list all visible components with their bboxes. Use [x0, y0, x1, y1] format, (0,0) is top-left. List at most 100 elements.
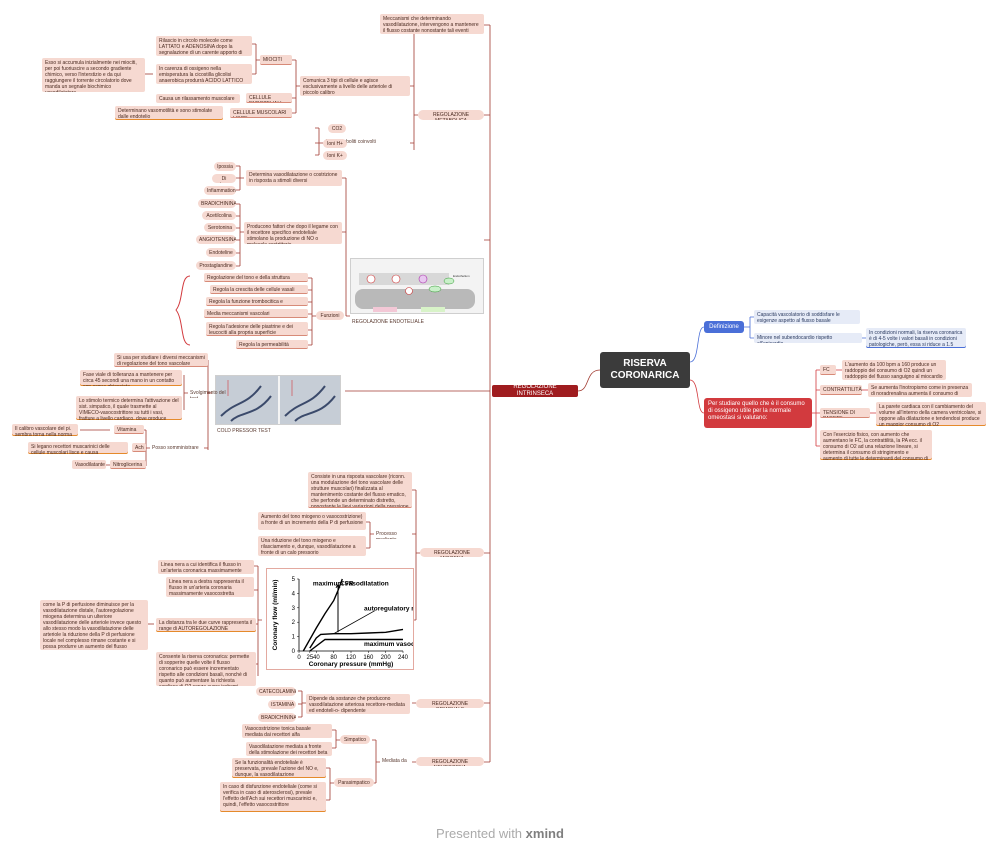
fc-node[interactable]: FC	[820, 365, 836, 375]
meccanismi-text[interactable]: Meccanismi che determinando vasodilatazi…	[380, 14, 484, 34]
cold-pressor-image	[215, 375, 341, 425]
nitroglicerina-node[interactable]: Nitroglicerina	[110, 460, 146, 469]
definizione-note[interactable]: In condizioni normali, la riserva corona…	[866, 328, 966, 348]
miociti-carenza[interactable]: In carenza di ossigeno nella emisperatur…	[156, 64, 252, 84]
producono-text[interactable]: Producono fattori che dopo il legame con…	[244, 222, 342, 244]
regolazione-miogena-node[interactable]: REGOLAZIONE MIOGENA	[420, 548, 484, 557]
bradichinina-ormonale-node[interactable]: BRADICHININA	[258, 713, 296, 722]
svolgimento-node[interactable]: Svolgimento del test	[190, 390, 226, 398]
parasimpatico-no[interactable]: Se la funzionalità endoteliale è preserv…	[232, 758, 326, 778]
definizione-subendocardio[interactable]: Minore nel subendocardio rispetto all'ep…	[754, 333, 862, 343]
x-axis-label: Coronary pressure (mmHg)	[309, 661, 394, 668]
studiare-node[interactable]: Per studiare quello che è il consumo di …	[704, 398, 812, 428]
contrattilita-text[interactable]: Se aumenta l'inotropismo come in presenz…	[868, 383, 972, 397]
ach-node[interactable]: Ach	[132, 443, 146, 452]
simpatico-vasocostrizione[interactable]: Vasocostrizione tonica basale mediata da…	[242, 724, 332, 738]
cellule-endoteliali-node[interactable]: CELLULE ENDOTELIALI	[246, 93, 292, 103]
svolgimento-stimolo[interactable]: Lo stimolo termico determina l'attivazio…	[76, 396, 182, 420]
funzioni-node[interactable]: Funzioni	[316, 311, 344, 320]
ormonale-dipende[interactable]: Dipende da sostanze che producono vasodi…	[306, 694, 410, 714]
stress-node[interactable]: Di stress	[212, 174, 236, 183]
y-tick-label: 5	[292, 577, 296, 583]
funzione-infiammazione[interactable]: Media meccanismi vascolari dell'infiamma…	[204, 309, 308, 318]
ach-text[interactable]: Si legano recettori muscarinici delle ce…	[28, 442, 128, 454]
presented-with-footer: Presented with xmind	[0, 826, 1000, 841]
cellule-muscolari-node[interactable]: CELLULE MUSCOLARI LISCE	[230, 108, 292, 118]
angiography-illustration	[216, 376, 340, 424]
root-topic[interactable]: RISERVA CORONARICA	[600, 352, 690, 388]
determina-text[interactable]: Determina vasodilatazione o costrizione …	[246, 170, 342, 186]
x-tick-label: 80	[330, 655, 337, 661]
serotonina-node[interactable]: Serotonina	[204, 223, 236, 232]
series-line-2	[309, 638, 403, 652]
y-tick-label: 3	[292, 606, 296, 612]
tensione-text[interactable]: La parete cardiaca con il cambiamento de…	[876, 402, 986, 426]
ioni-k-node[interactable]: Ioni K+	[323, 151, 347, 160]
miogena-consiste[interactable]: Consiste in una risposta vascolare (rico…	[308, 472, 412, 508]
svolgimento-fase[interactable]: Fase viale di tolleranza a mantenere per…	[80, 370, 182, 386]
definizione-node[interactable]: Definizione	[704, 321, 744, 333]
funzione-permeabilita[interactable]: Regola la permeabilità vascolare	[236, 340, 308, 349]
parasimpatico-disfunzione[interactable]: In caso di disfunzione endoteliale (come…	[220, 782, 326, 812]
funzione-crescita[interactable]: Regola la crescita delle cellule vasali	[210, 285, 308, 294]
miociti-rilascio[interactable]: Rilascio in circolo molecole come LATTAT…	[156, 36, 252, 56]
vasodilatante-node[interactable]: Vasodilatante	[72, 460, 106, 469]
linea-autoregolazione[interactable]: La distanza tra le due curve rappresenta…	[156, 618, 256, 632]
funzione-trombocitica[interactable]: Regola la funzione trombocitica e fibrin…	[206, 297, 308, 306]
infiammation-node[interactable]: Infiammation	[204, 186, 236, 195]
x-tick-label: 0	[297, 655, 301, 661]
riserva-coronarica-text[interactable]: Consente la riserva coronarica: permette…	[156, 652, 256, 686]
x-tick-label: 40	[313, 655, 320, 661]
ioni-h-node[interactable]: Ioni H+	[323, 139, 347, 148]
cold-pressor-node[interactable]: COLD PRESSOR TEST	[217, 428, 271, 434]
miociti-node[interactable]: MIOCITI	[260, 55, 292, 65]
tensione-node[interactable]: TENSIONE DI PARETE	[820, 408, 870, 418]
processo-mediante[interactable]: Processo mediante	[376, 531, 397, 539]
regolazione-intrinseca-node[interactable]: REGOLAZIONE INTRINSECA	[492, 385, 578, 397]
linea-vasodilatata[interactable]: Linea nera a cui identifica il flusso in…	[158, 560, 254, 574]
parasimpatico-node[interactable]: Parasimpatico	[334, 778, 374, 787]
contrattilita-node[interactable]: CONTRATTILITÀ	[820, 385, 862, 395]
angiotensina-node[interactable]: ANGIOTENSINA	[196, 235, 236, 244]
ipossia-node[interactable]: Ipossia	[214, 162, 236, 171]
mediata-da-node[interactable]: Mediata da	[382, 758, 407, 764]
funzione-tono[interactable]: Regolazione del tono e della struttura v…	[204, 273, 308, 282]
catecolamine-node[interactable]: CATECOLAMINE	[256, 687, 296, 696]
linea-vasocostretta[interactable]: Linea nera a destra rappresenta il fluss…	[166, 577, 254, 597]
altri-metaboliti[interactable]: Altri metaboliti coinvolti	[325, 139, 376, 145]
consumo-text[interactable]: Con l'esercizio fisico, con aumento che …	[820, 430, 932, 460]
regolazione-neurogena-node[interactable]: REGOLAZIONE NEUROGENA	[416, 757, 484, 766]
vitamina-c-node[interactable]: Vitamina C	[114, 425, 144, 434]
simpatico-vasodilatazione[interactable]: Vasodilatazione mediata a fronte della s…	[246, 742, 332, 756]
simpatico-node[interactable]: Simpatico	[340, 735, 370, 744]
y-tick-label: 4	[292, 591, 296, 597]
posso-somministrare-node[interactable]: Posso somministrare	[152, 445, 199, 451]
endothelium-caption: Endothelium	[453, 274, 470, 278]
x-tick-label: 120	[346, 655, 357, 661]
funzione-adesione[interactable]: Regola l'adesione delle piastrine e dei …	[206, 322, 308, 336]
comunica-text[interactable]: Comunica 3 tipi di cellule e agisce escl…	[300, 76, 410, 96]
cold-uso-text[interactable]: Si usa per studiare i diversi meccanismi…	[114, 353, 208, 367]
endoteliali-text[interactable]: Causa un rilassamento muscolare	[156, 94, 240, 103]
regolazione-endoteliale-node[interactable]: REGOLAZIONE ENDOTELIALE	[352, 319, 424, 325]
definizione-capacita[interactable]: Capacità vascolatorio di soddisfare le e…	[754, 310, 860, 324]
vitamina-c-text[interactable]: Il calibro vascolare del pi. sembra torn…	[12, 424, 78, 436]
bradichinina-node[interactable]: BRADICHININA	[198, 199, 236, 208]
co2-node[interactable]: CO2	[328, 124, 346, 133]
acetilcolina-node[interactable]: Acetilcolina	[202, 211, 236, 220]
prostaglandine-node[interactable]: Prostaglandine	[196, 261, 236, 270]
fc-text[interactable]: L'aumento da 100 bpm a 160 produce un ra…	[842, 360, 946, 380]
footer-prefix: Presented with	[436, 826, 526, 841]
regolazione-metabolica-node[interactable]: REGOLAZIONE METABOLICA	[418, 110, 484, 120]
muscolari-text[interactable]: Determinano vasomotilità e sono stimolat…	[115, 106, 223, 120]
endoteline-node[interactable]: Endoteline	[206, 248, 236, 257]
annotation-cfr: CFR	[340, 580, 354, 587]
istamina-node[interactable]: ISTAMINA	[268, 700, 296, 709]
regolazione-ormonale-node[interactable]: REGOLAZIONE ORMONALE	[416, 699, 484, 708]
miociti-accumulo[interactable]: Esso si accumula inizialmente nei miocit…	[42, 58, 145, 92]
autoregolazione-note[interactable]: come la P di perfusione diminuisce per l…	[40, 600, 148, 650]
processo-riduzione[interactable]: Una riduzione del tono miogeno e rilasci…	[258, 536, 366, 556]
processo-aumento[interactable]: Aumento del tono miogeno o vasocostrizio…	[258, 512, 366, 530]
